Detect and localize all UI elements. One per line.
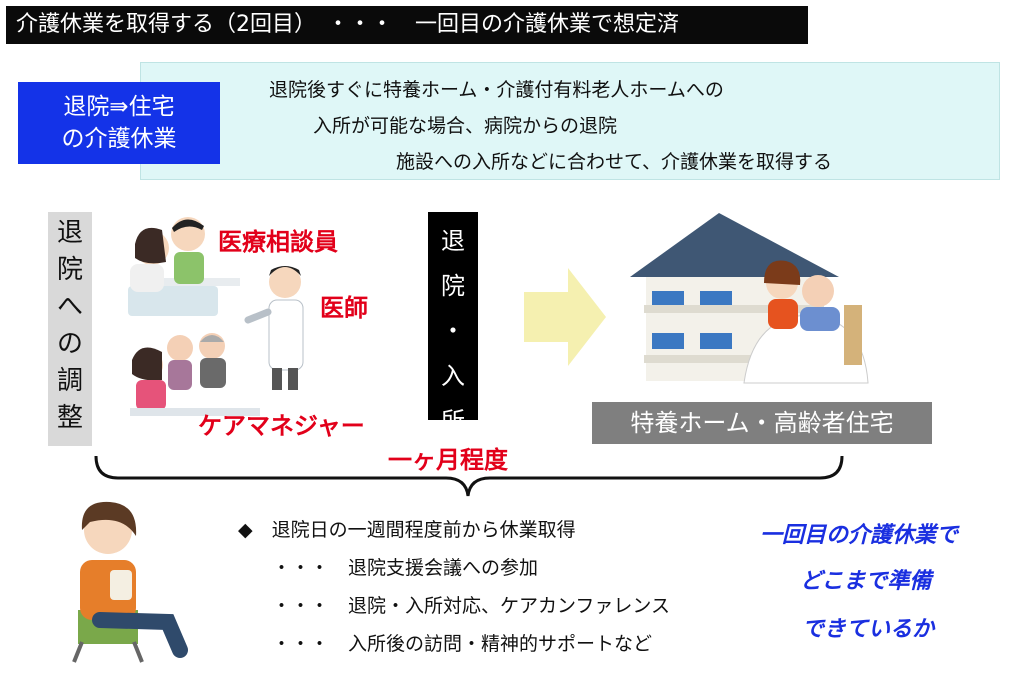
doctor-label: 医師 [320, 294, 368, 322]
page-title: 介護休業を取得する（2回目） ・・・ 一回目の介護休業で想定済 [6, 6, 808, 44]
label-char: ・ [441, 317, 465, 345]
label-char: 所 [441, 407, 465, 435]
description-line-3: 施設への入所などに合わせて、介護休業を取得する [396, 151, 833, 173]
description-box: 退院後すぐに特養ホーム・介護付有料老人ホームへの 入所が可能な場合、病院からの退… [140, 62, 1000, 180]
question-line-2: どこまで準備 [800, 569, 932, 594]
facility-house-illustration [630, 213, 869, 384]
description-line-1: 退院後すぐに特養ホーム・介護付有料老人ホームへの [269, 79, 724, 101]
phase-line-1: 退院⇛住宅 [63, 94, 175, 120]
label-char: 整 [56, 403, 83, 433]
discharge-coordination-label: 退 院 へ の 調 整 [48, 212, 92, 446]
counselor-meeting-illustration [128, 217, 240, 316]
caregiver-illustration [72, 501, 188, 663]
bullet-item-1: ・・・ 退院支援会議への参加 [272, 557, 539, 579]
discharge-admission-label: 退 院 ・ 入 所 [428, 212, 478, 435]
question-line-3: できているか [802, 617, 935, 642]
duration-label: 一ヶ月程度 [388, 446, 508, 474]
question-line-1: 一回目の介護休業で [760, 523, 959, 548]
bullet-main: ◆ 退院日の一週間程度前から休業取得 [238, 519, 576, 541]
description-line-2: 入所が可能な場合、病院からの退院 [313, 115, 618, 137]
label-char: 院 [56, 255, 83, 285]
right-arrow-icon [524, 268, 606, 366]
facility-label: 特養ホーム・高齢者住宅 [592, 402, 932, 444]
label-char: 院 [441, 272, 465, 300]
consultation-illustrations [128, 217, 304, 416]
care-manager-label: ケアマネジャー [198, 412, 365, 440]
care-manager-meeting-illustration [130, 333, 260, 416]
label-char: 調 [56, 366, 83, 396]
period-bracket [94, 455, 844, 497]
label-char: 退 [56, 218, 83, 248]
phase-badge: 退院⇛住宅 の介護休業 [18, 82, 220, 164]
medical-counselor-label: 医療相談員 [218, 228, 338, 256]
bullet-item-3: ・・・ 入所後の訪問・精神的サポートなど [272, 633, 653, 655]
label-char: の [56, 329, 83, 359]
phase-line-2: の介護休業 [61, 126, 177, 152]
bullet-item-2: ・・・ 退院・入所対応、ケアカンファレンス [272, 595, 671, 617]
label-char: 退 [441, 227, 465, 255]
doctor-illustration [244, 266, 304, 390]
label-char: へ [56, 292, 83, 322]
label-char: 入 [441, 362, 465, 390]
